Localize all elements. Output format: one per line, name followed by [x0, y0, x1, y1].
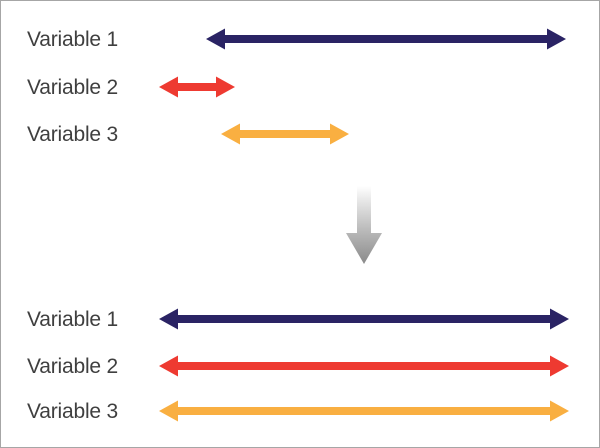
label-variable-1-bottom: Variable 1 [27, 308, 119, 331]
downward-transition-arrow [346, 186, 382, 264]
label-variable-2-top: Variable 2 [27, 76, 119, 99]
double-arrow-variable-3-top [221, 123, 349, 145]
label-variable-2-bottom: Variable 2 [27, 355, 119, 378]
double-arrow-variable-2-top [159, 76, 235, 98]
double-arrow-variable-1-top [206, 28, 566, 50]
double-arrow-variable-3-bottom [159, 400, 569, 422]
label-variable-1-top: Variable 1 [27, 28, 119, 51]
double-arrow-variable-1-bottom [159, 308, 569, 330]
label-variable-3-bottom: Variable 3 [27, 400, 119, 423]
label-variable-3-top: Variable 3 [27, 123, 119, 146]
double-arrow-variable-2-bottom [159, 355, 569, 377]
